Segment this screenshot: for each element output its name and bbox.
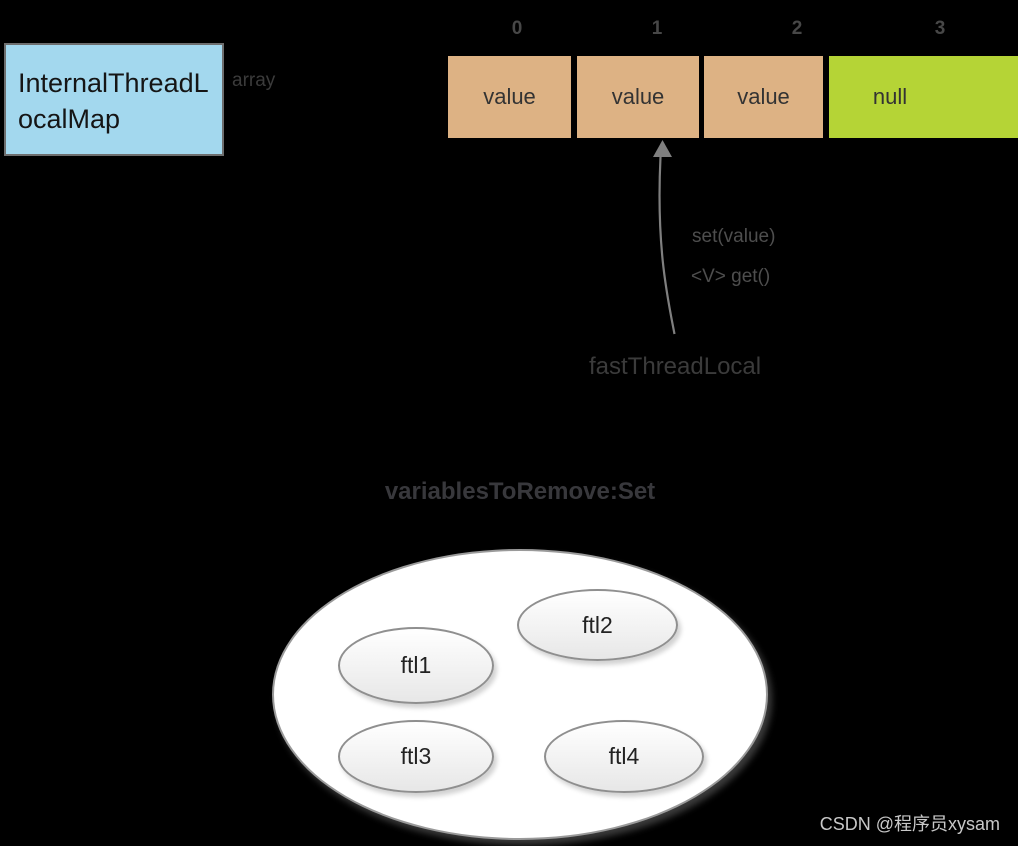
array-cell-3-label: null — [872, 84, 908, 109]
array-cell-3: null — [829, 56, 1018, 138]
set-member-ftl2-label: ftl2 — [582, 611, 613, 638]
array-cell-2: value — [704, 56, 823, 138]
array-cell-0: value — [448, 56, 571, 138]
set-member-ftl3-label: ftl3 — [400, 743, 432, 769]
set-member-ftl2: ftl2 — [517, 589, 678, 661]
array-cell-2-label: value — [737, 84, 790, 109]
set-member-ftl3: ftl3 — [338, 720, 494, 793]
array-index-0: 0 — [511, 18, 523, 39]
fast-thread-local-label: fastThreadLocal — [589, 353, 762, 380]
array-label: array — [232, 70, 276, 91]
variables-to-remove-set-ellipse — [272, 549, 768, 840]
set-member-ftl4: ftl4 — [544, 720, 704, 793]
set-member-ftl1: ftl1 — [338, 627, 494, 704]
array-cell-1: value — [577, 56, 699, 138]
set-member-ftl1-label: ftl1 — [400, 652, 432, 678]
array-index-1: 1 — [651, 18, 663, 39]
get-method-label: <V> get() — [691, 266, 771, 287]
array-index-3: 3 — [934, 18, 946, 39]
array-cell-1-label: value — [611, 84, 665, 109]
array-index-2: 2 — [791, 18, 803, 39]
variables-to-remove-title: variablesToRemove:Set — [384, 478, 656, 505]
internal-thread-local-map-box: InternalThreadLocalMap — [4, 43, 224, 156]
array-cell-0-label: value — [483, 84, 536, 109]
csdn-watermark: CSDN @程序员xysam — [819, 814, 1000, 834]
set-member-ftl4-label: ftl4 — [608, 743, 640, 769]
set-method-label: set(value) — [692, 226, 776, 247]
